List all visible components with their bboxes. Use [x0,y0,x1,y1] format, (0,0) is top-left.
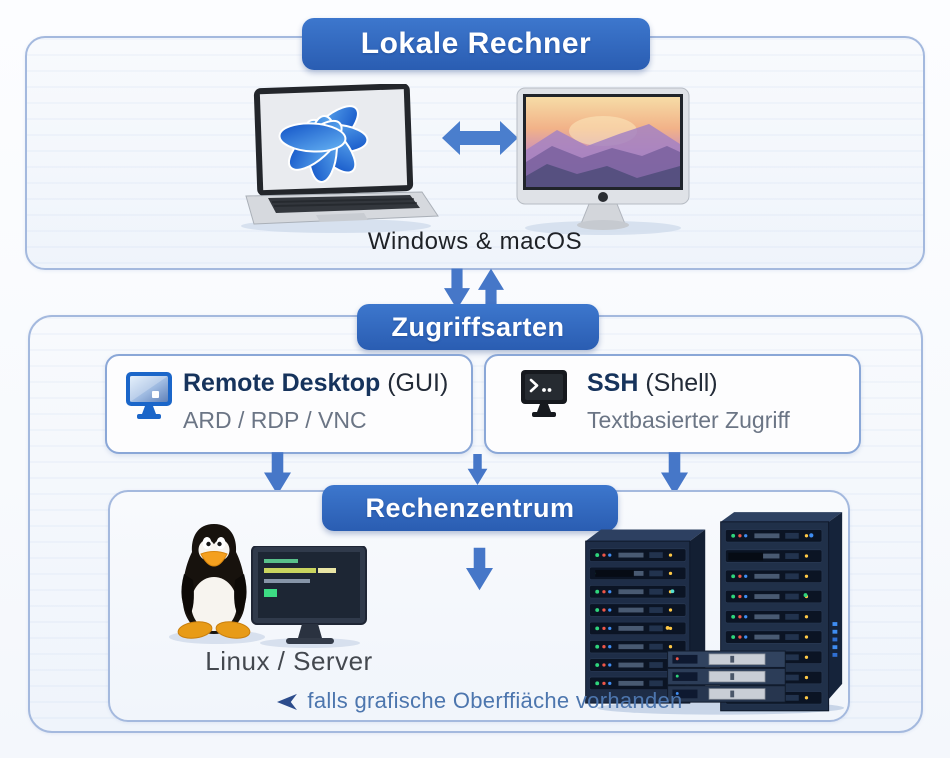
windows-laptop-illustration [241,84,439,233]
down-arrow-icon [466,540,493,598]
local-computers-title: Lokale Rechner [360,27,592,60]
remote-desktop-mode: (GUI) [387,369,449,397]
ssh-mode: (Shell) [645,369,718,397]
local-computers-panel: Lokale Rechner [25,18,925,270]
datacenter-title: Rechenzentrum [365,492,575,523]
remote-desktop-name: Remote Desktop [183,369,381,397]
down-arrow-icon [661,452,688,495]
linux-terminal-monitor-illustration [251,546,367,648]
access-types-panel: Zugriffsarten Remote Desktop (GUI) ARD /… [28,304,923,733]
remote-desktop-monitor-icon [126,372,172,419]
server-racks-illustration [585,512,845,715]
linux-server-caption: Linux / Server [205,646,373,676]
gui-note-text: falls grafische Oberffiäche vorhanden [307,688,683,713]
cursor-arrow-icon [277,693,298,710]
local-computers-banner: Lokale Rechner [302,18,650,70]
ssh-description: Textbasierter Zugriff [587,407,790,433]
sync-arrow-icon [442,121,518,155]
tux-penguin-illustration [169,524,265,644]
gui-note: falls grafische Oberffiäche vorhanden [110,688,848,714]
remote-desktop-protocols: ARD / RDP / VNC [183,407,367,433]
ssh-box: SSH (Shell) Textbasierter Zugriff [484,354,861,454]
os-caption: Windows & macOS [367,228,583,255]
down-arrow-icon [466,454,489,485]
datacenter-panel: Rechenzentrum [108,485,850,722]
remote-desktop-box: Remote Desktop (GUI) ARD / RDP / VNC [105,354,473,454]
ssh-name: SSH [587,369,639,397]
access-types-banner: Zugriffsarten [357,304,599,350]
ssh-terminal-icon [521,370,567,417]
access-types-title: Zugriffsarten [391,311,565,342]
down-arrow-icon [264,452,291,495]
datacenter-banner: Rechenzentrum [322,485,618,531]
imac-illustration [516,87,690,235]
